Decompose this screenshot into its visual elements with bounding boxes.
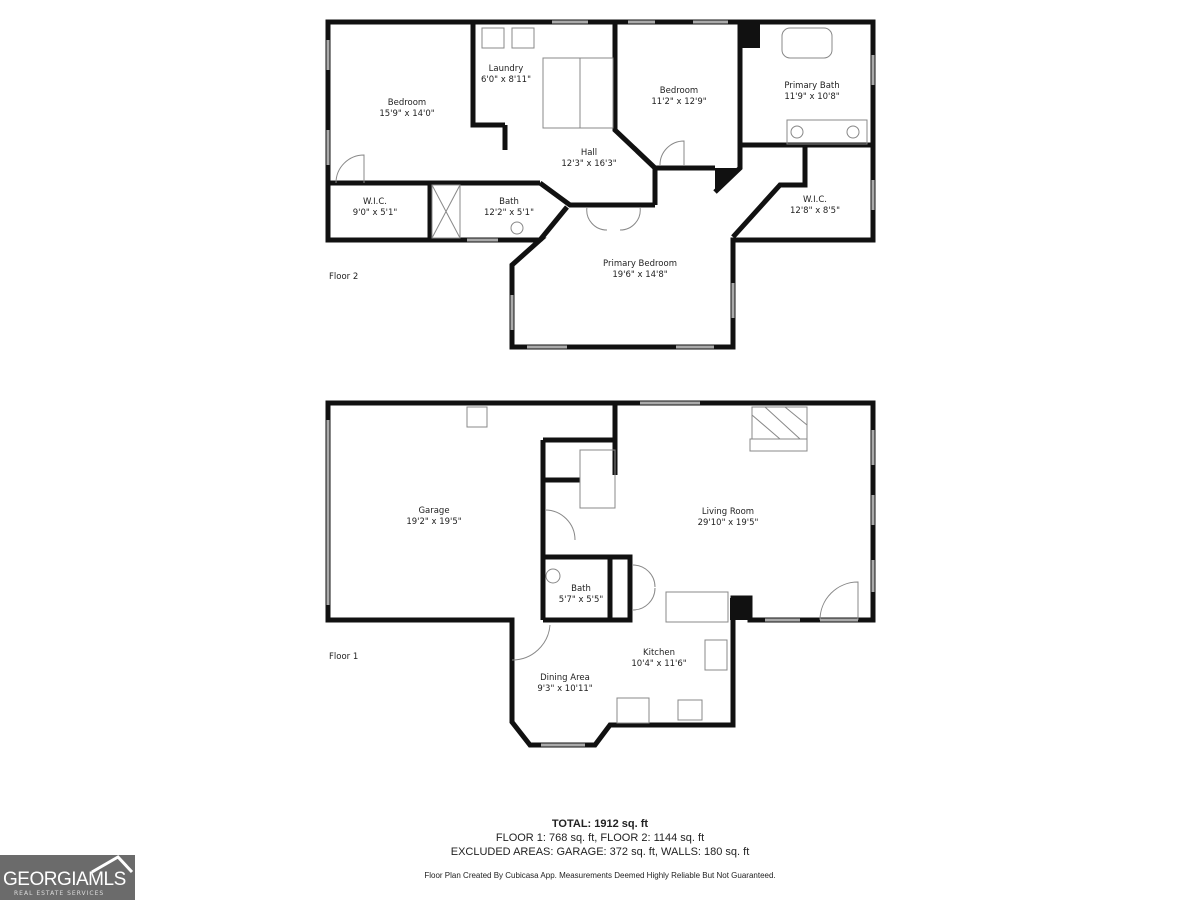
dryer [511,27,535,49]
wall [538,180,655,208]
wall [543,554,633,623]
wall [612,22,658,205]
floor2-walls [325,19,876,350]
door-swing [659,140,685,166]
hearth [749,438,808,452]
chase-block [740,22,760,48]
stairs [542,57,614,129]
fireplace [751,406,808,440]
floor2-outline [325,19,876,350]
floor1-label: Floor 1 [329,652,359,662]
sink [846,125,860,139]
kitchen-sink [677,699,703,721]
fridge [616,697,650,724]
bathtub [781,27,833,59]
stairs [579,449,616,509]
disclaimer: Floor Plan Created By Cubicasa App. Meas… [424,871,776,880]
excluded-areas: EXCLUDED AREAS: GARAGE: 372 sq. ft, WALL… [450,846,750,858]
floor2-windows [326,20,875,349]
vanity [786,119,868,145]
chase-block [715,168,740,192]
door-swing [819,581,859,621]
roof-icon [91,855,134,874]
door-swing [335,154,365,184]
door-swing [511,624,551,661]
floor1-windows [326,401,875,747]
chase-block [730,598,750,620]
wall [731,142,808,239]
wall [538,205,569,242]
georgia-mls-logo: GEORGIAMLS REAL ESTATE SERVICES [0,855,135,900]
counter [665,591,729,623]
floor2-fixtures [335,27,868,239]
wall [713,22,743,194]
floor1-walls [325,400,876,748]
floor-areas: FLOOR 1: 768 sq. ft, FLOOR 2: 1144 sq. f… [495,832,705,844]
sink [790,125,804,139]
stove [704,639,728,671]
room-label: W.I.C.9'0" x 5'1" [352,197,398,218]
sink [545,568,561,584]
area-summary: TOTAL: 1912 sq. ft FLOOR 1: 768 sq. ft, … [451,817,750,859]
floor2-label: Floor 2 [329,272,359,282]
sink [510,221,524,235]
door-swing [632,564,656,611]
shower [431,184,461,239]
washer [481,27,505,49]
wall [470,22,505,128]
door-swing [586,206,641,231]
floor1-outline [325,400,876,748]
total-area: TOTAL: 1912 sq. ft [551,818,649,830]
room-label: W.I.C.12'8" x 8'5" [790,195,840,216]
door-swing [544,509,576,541]
floor1-fixtures [466,406,859,724]
